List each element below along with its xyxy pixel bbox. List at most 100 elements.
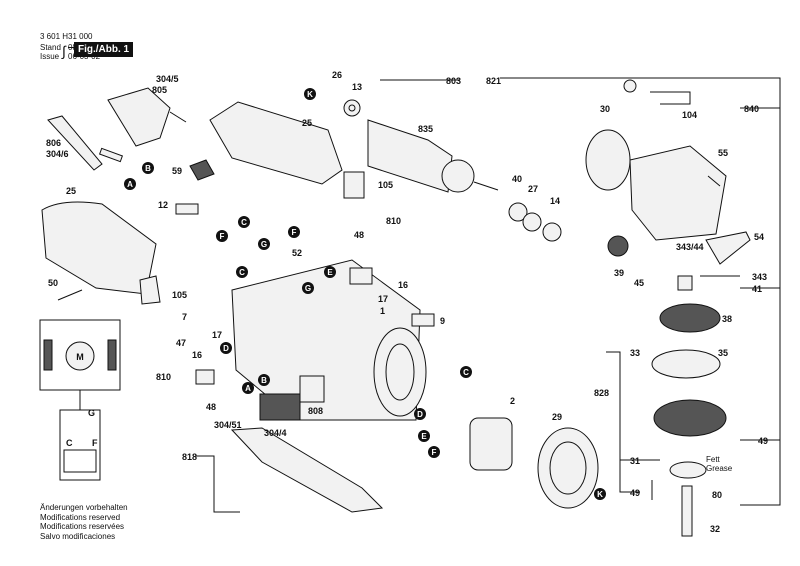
commutator-drawing [441, 159, 475, 193]
part-27: 27 [528, 184, 538, 194]
part-33: 33 [630, 348, 640, 358]
part-12: 12 [158, 200, 168, 210]
cap-840-drawing [623, 79, 637, 93]
figure-tag: Fig./Abb. 1 [74, 42, 134, 57]
label-808-drawing [299, 375, 325, 403]
svg-text:C: C [239, 268, 245, 277]
svg-text:D: D [223, 344, 229, 353]
part-38: 38 [722, 314, 732, 324]
label-105-drawing [343, 171, 365, 199]
note-de: Änderungen vorbehalten [40, 503, 128, 512]
part-805: 805 [152, 85, 167, 95]
ring-27-drawing [522, 212, 542, 232]
part-25-left: 25 [66, 186, 76, 196]
strain-relief-drawing [98, 147, 124, 163]
callout-f-3: F [428, 446, 440, 458]
motor-housing-drawing [231, 259, 421, 421]
svg-text:B: B [261, 376, 267, 385]
svg-text:G: G [305, 284, 311, 293]
capacitor-12-drawing [175, 203, 199, 215]
part-31: 31 [630, 456, 640, 466]
svg-text:E: E [421, 432, 427, 441]
wiring-schematic: M G C F [39, 319, 121, 481]
switch-59-drawing [189, 159, 215, 181]
bracket-lines [196, 77, 781, 513]
part-105-left: 105 [172, 290, 187, 300]
part-104: 104 [682, 110, 697, 120]
part-50: 50 [48, 278, 58, 288]
part-39: 39 [614, 268, 624, 278]
ring-30-drawing [585, 129, 631, 191]
schematic-switch-c: C [66, 438, 73, 448]
part-7: 7 [182, 312, 187, 322]
part-828: 828 [594, 388, 609, 398]
motor-label: M [76, 352, 84, 362]
plug-drawing [107, 87, 171, 147]
part-49-bottom: 49 [630, 488, 640, 498]
callout-g-1: G [258, 238, 270, 250]
svg-text:D: D [417, 410, 423, 419]
brush-holder-drawing [259, 393, 301, 421]
part-2: 2 [510, 396, 515, 406]
stand-label: Stand [40, 43, 61, 52]
part-16-right: 16 [398, 280, 408, 290]
svg-text:C: C [241, 218, 247, 227]
part-drawings [41, 79, 751, 537]
part-304-4: 304/4 [264, 428, 287, 438]
svg-text:C: C [463, 368, 469, 377]
armature-shaft [473, 181, 499, 191]
callout-c-1: C [238, 216, 250, 228]
part-45: 45 [634, 278, 644, 288]
schematic-switch-f: F [92, 438, 98, 448]
part-54: 54 [754, 232, 764, 242]
part-40: 40 [512, 174, 522, 184]
field-winding-right [107, 339, 117, 371]
pinion-39-drawing [607, 235, 629, 257]
callout-d-1: D [220, 342, 232, 354]
callout-c-2: C [236, 266, 248, 278]
callout-f-2: F [288, 226, 300, 238]
label-105b-drawing [139, 275, 161, 305]
part-25-top: 25 [302, 118, 312, 128]
part-numbers: 304/5 805 806 304/6 25 25 59 105 105 26 … [46, 70, 768, 534]
callout-b-2: B [258, 374, 270, 386]
seal-80-drawing [669, 461, 707, 479]
screw-50-drawing [57, 289, 83, 301]
callout-e-1: E [324, 266, 336, 278]
part-343: 343 [752, 272, 767, 282]
part-304-6: 304/6 [46, 149, 69, 159]
svg-text:K: K [597, 490, 603, 499]
part-304-51: 304/51 [214, 420, 242, 430]
part-47: 47 [176, 338, 186, 348]
part-48-left: 48 [206, 402, 216, 412]
schematic-switch-g: G [88, 408, 95, 418]
part-55: 55 [718, 148, 728, 158]
part-1: 1 [380, 306, 385, 316]
note-en: Modifications reserved [40, 512, 121, 522]
svg-text:G: G [261, 240, 267, 249]
bevel-gear-38-drawing [659, 303, 721, 333]
baffle-29-inner [549, 441, 587, 495]
callout-e-2: E [418, 430, 430, 442]
letter-callouts: A B K C F G F E G C D A B C D E F K [124, 88, 606, 500]
part-835: 835 [418, 124, 433, 134]
svg-text:F: F [292, 228, 297, 237]
part-29: 29 [552, 412, 562, 422]
part-806: 806 [46, 138, 61, 148]
bearing-26-bore [348, 104, 356, 112]
screw-55-drawing [707, 175, 721, 187]
svg-text:E: E [327, 268, 333, 277]
switch-16-drawing [349, 267, 373, 285]
issue-label: Issue [40, 52, 60, 61]
switch-symbol [63, 449, 97, 473]
part-14: 14 [550, 196, 560, 206]
rear-housing-left-drawing [41, 201, 157, 295]
part-17-left: 17 [212, 330, 222, 340]
part-808: 808 [308, 406, 323, 416]
callout-g-2: G [302, 282, 314, 294]
part-59: 59 [172, 166, 182, 176]
bearing-41-drawing [677, 275, 693, 291]
part-52: 52 [292, 248, 302, 258]
part-49-right: 49 [758, 436, 768, 446]
